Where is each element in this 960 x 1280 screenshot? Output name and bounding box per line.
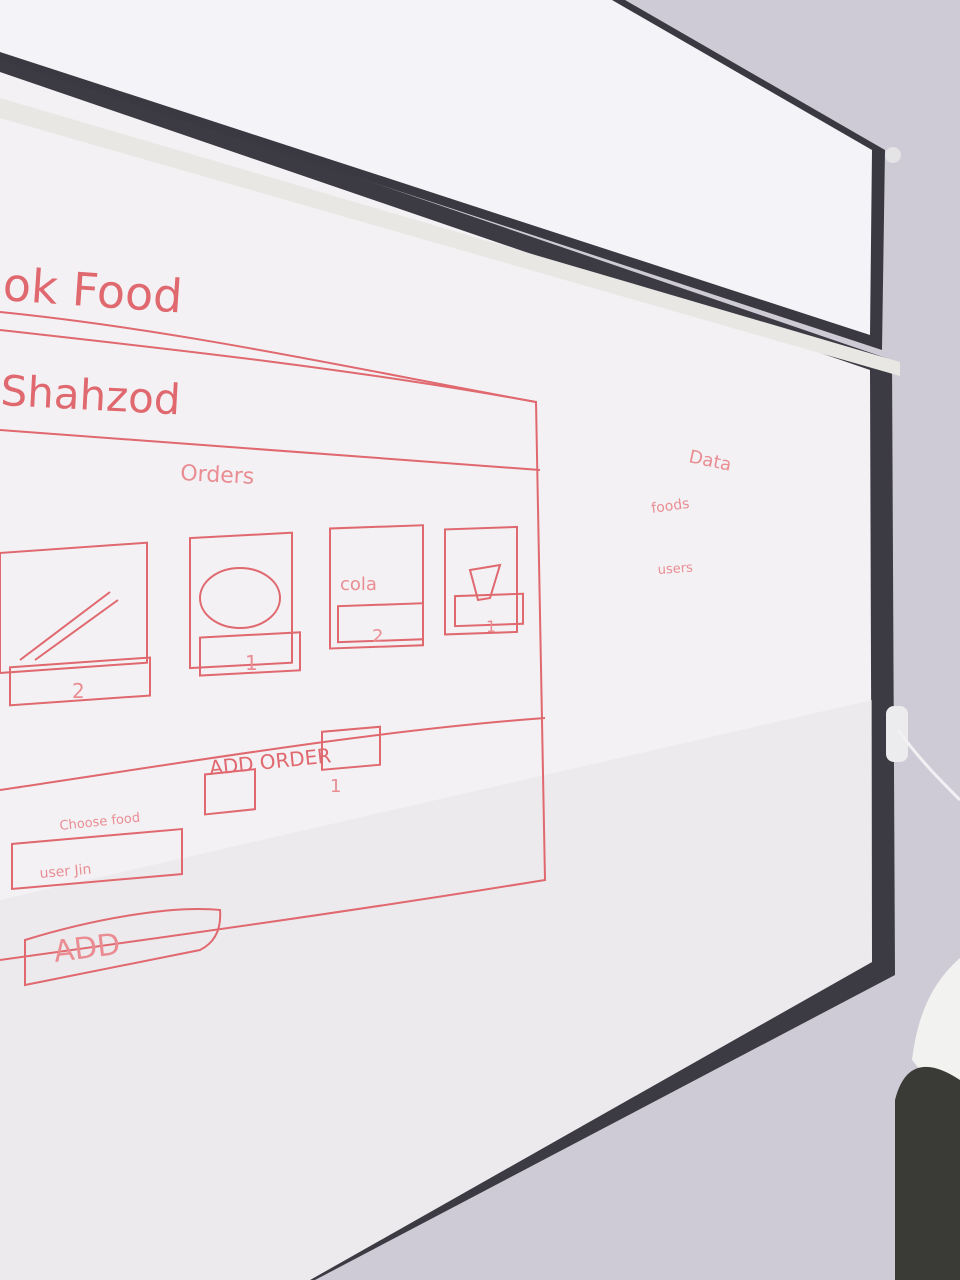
orders-divider — [0, 429, 541, 471]
order-card — [444, 525, 518, 636]
user-field — [11, 827, 183, 891]
quantity-box — [337, 602, 424, 644]
user-name: Shahzod — [0, 366, 182, 424]
quantity-input — [321, 725, 381, 771]
side-note-item: foods — [650, 496, 690, 517]
main-panel — [0, 329, 547, 961]
plate-icon — [199, 567, 281, 629]
person-body — [895, 1066, 960, 1280]
quantity-box — [9, 656, 151, 707]
app-title: ok Food — [1, 257, 184, 323]
user-field-text: user Jin — [39, 862, 92, 882]
pizza-slice-icon — [19, 591, 111, 661]
cup-icon — [468, 563, 502, 602]
order-card-quantity: 2 — [372, 626, 383, 647]
order-card-quantity: 2 — [72, 679, 85, 703]
add-button-label: ADD — [52, 927, 123, 970]
screen-roller — [0, 98, 900, 376]
quantity-box — [199, 631, 301, 677]
quantity-box — [454, 592, 524, 628]
order-card-quantity: 1 — [245, 651, 258, 675]
order-card — [0, 541, 148, 675]
header-underline — [0, 311, 537, 403]
add-button — [24, 908, 222, 987]
wireframe-sketch — [0, 311, 547, 987]
order-card — [329, 524, 424, 650]
choose-food-select — [204, 768, 256, 816]
side-note-item: users — [657, 561, 693, 578]
order-card-label: cola — [340, 574, 377, 595]
order-card — [189, 531, 293, 670]
order-card-quantity: 1 — [486, 617, 496, 636]
quantity-value: 1 — [330, 776, 341, 797]
projection-screen — [0, 0, 872, 335]
cable — [896, 729, 960, 802]
orders-title: Orders — [180, 461, 255, 490]
wall-outlet — [886, 706, 908, 762]
